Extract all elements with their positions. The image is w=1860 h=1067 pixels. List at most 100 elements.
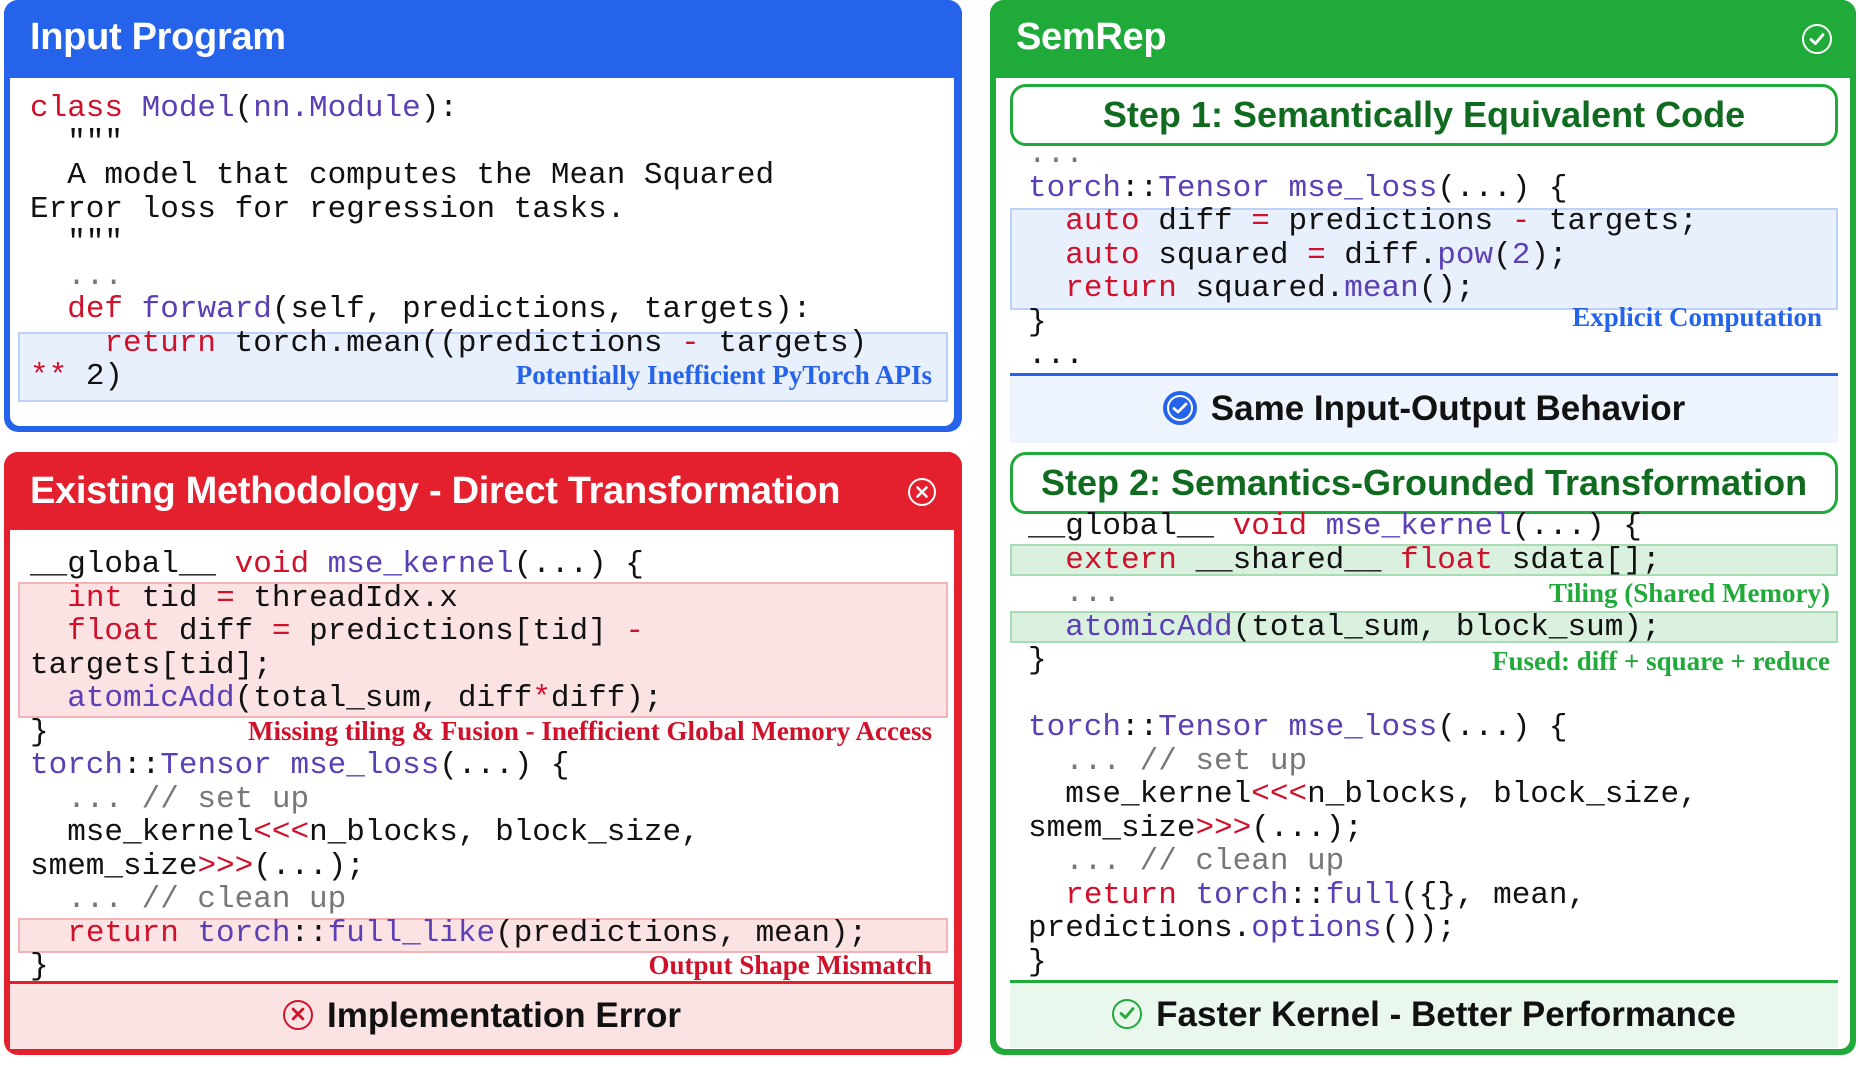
code-token (30, 292, 67, 327)
step2-title-box: Step 2: Semantics-Grounded Transformatio… (1010, 452, 1838, 514)
code-token: predictions (1269, 204, 1512, 239)
code-line: ... // set up (1028, 743, 1698, 779)
code-token: ); (1530, 237, 1568, 273)
code-token: return (104, 325, 235, 361)
code-token: mse_loss (1288, 170, 1438, 206)
implementation-error-label: Implementation Error (327, 996, 681, 1035)
code-token: 2 (85, 359, 105, 394)
code-token: Model (141, 91, 235, 126)
code-token: torch (30, 748, 124, 783)
code-token: mse_loss (1288, 710, 1438, 745)
code-line: extern __shared__ float sdata[]; (1028, 542, 1698, 578)
code-token: torch (1028, 710, 1122, 745)
code-token: ... // set up (1028, 743, 1308, 779)
code-line: auto diff = predictions - targets; (1028, 205, 1698, 239)
code-token: (self, predictions, targets): (271, 292, 812, 327)
code-token: ... (1028, 137, 1084, 172)
code-line: return torch::full_like(predictions, mea… (30, 916, 867, 951)
code-line: smem_size>>>(...); (30, 848, 867, 884)
code-token: ()); (1381, 911, 1456, 946)
code-token: } (30, 714, 49, 750)
input-code-block: class Model(nn.Module): """ A model that… (30, 92, 867, 394)
missing-tiling-highlight (18, 582, 948, 718)
code-token: pow (1437, 237, 1494, 273)
code-line: mse_kernel<<<n_blocks, block_size, (1028, 778, 1698, 812)
code-token: __global__ (30, 547, 235, 582)
code-token: auto (1065, 237, 1159, 273)
code-line: ... // clean up (30, 883, 867, 917)
code-token (30, 681, 67, 716)
code-token: class (30, 91, 142, 126)
code-token: ( (1493, 237, 1512, 273)
code-line: torch::Tensor mse_loss(...) { (1028, 170, 1698, 206)
code-token: ) (104, 359, 124, 394)
code-token: smem_size (30, 848, 198, 884)
code-token: return (1065, 271, 1196, 306)
code-line: """ (30, 226, 867, 260)
code-token: ... (30, 258, 124, 294)
existing-methodology-title: Existing Methodology - Direct Transforma… (30, 470, 841, 512)
code-token: return (1065, 877, 1196, 913)
explicit-computation-highlight (1010, 208, 1838, 310)
tiling-highlight (1010, 544, 1838, 576)
code-line: } (1028, 945, 1698, 980)
code-token: = (216, 580, 235, 616)
explicit-computation-note: Explicit Computation (1572, 302, 1822, 332)
code-token: >>> (1195, 810, 1252, 846)
code-token: int (67, 580, 142, 616)
code-token: - (681, 325, 700, 361)
code-token: ... (1028, 576, 1122, 611)
error-circle-icon (908, 478, 936, 506)
code-token: ... (1028, 338, 1084, 373)
code-token: float (1400, 542, 1512, 578)
code-token (30, 581, 67, 616)
code-token: mse_loss (290, 748, 440, 783)
code-token: void (234, 547, 328, 582)
code-token: Tensor (160, 748, 291, 783)
code-token: * (532, 681, 551, 716)
code-line: return torch.mean((predictions - targets… (30, 325, 868, 361)
code-token: threadIdx.x (234, 580, 458, 616)
code-token: - (1511, 204, 1531, 239)
code-token: torch.mean((predictions (234, 325, 682, 361)
faster-kernel-band: Faster Kernel - Better Performance (1010, 980, 1838, 1048)
code-line: def forward(self, predictions, targets): (30, 293, 867, 327)
code-token: } (1028, 643, 1047, 678)
code-token: - (625, 614, 644, 649)
code-line: torch::Tensor mse_loss(...) { (1028, 711, 1698, 745)
code-line: ** 2) (30, 360, 867, 394)
code-token: targets) (699, 325, 868, 361)
code-token (1028, 543, 1065, 578)
code-token: = (1251, 204, 1270, 239)
code-line: __global__ void mse_kernel(...) { (30, 548, 867, 582)
code-token: ... // clean up (30, 882, 347, 917)
code-line: smem_size>>>(...); (1028, 810, 1698, 846)
code-line: ... (1028, 339, 1698, 373)
code-token: smem_size (1028, 810, 1196, 846)
code-token: } (1028, 304, 1047, 340)
code-line: __global__ void mse_kernel(...) { (1028, 510, 1698, 544)
missing-tiling-note: Missing tiling & Fusion - Inefficient Gl… (248, 716, 932, 746)
inefficient-api-note: Potentially Inefficient PyTorch APIs (515, 360, 932, 390)
code-token: squared. (1195, 271, 1345, 306)
code-token: """ (30, 225, 124, 260)
code-line: } (30, 950, 867, 984)
code-token: mse_kernel (1028, 777, 1252, 812)
step1-title-box: Step 1: Semantically Equivalent Code (1010, 84, 1838, 146)
code-line: atomicAdd(total_sum, diff*diff); (30, 682, 867, 716)
existing-code-block: __global__ void mse_kernel(...) { int ti… (30, 548, 867, 984)
code-token: (...) { (513, 547, 644, 582)
code-token: <<< (1251, 777, 1308, 812)
code-token: } (30, 949, 49, 984)
code-token: (); (1418, 271, 1475, 306)
code-token: A model that computes the Mean Squared (30, 158, 775, 193)
check-circle-icon (1162, 390, 1197, 425)
code-line: mse_kernel<<<n_blocks, block_size, (30, 816, 867, 850)
implementation-error-band: Implementation Error (10, 981, 954, 1049)
code-token: mean (1344, 271, 1419, 306)
code-token: ({}, mean, (1400, 877, 1587, 913)
step1-title: Step 1: Semantically Equivalent Code (1102, 94, 1746, 135)
code-token: torch (1028, 170, 1122, 206)
code-token: __shared__ (1195, 542, 1401, 578)
code-token: (total_sum, diff (234, 681, 533, 716)
